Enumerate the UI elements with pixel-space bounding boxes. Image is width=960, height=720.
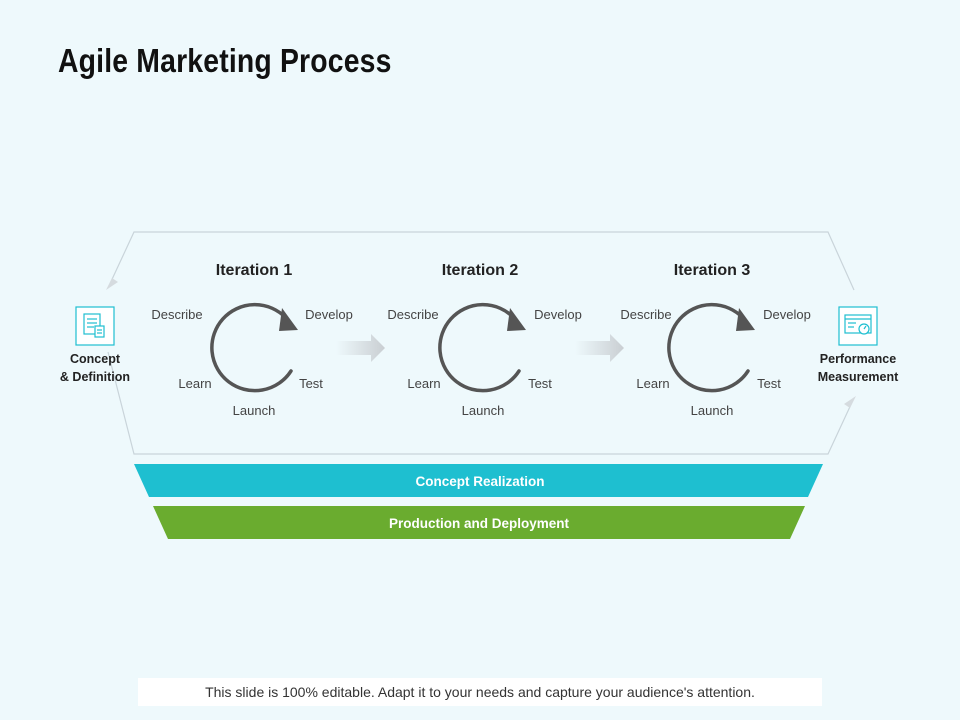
step-describe: Describe	[387, 307, 438, 322]
production-deployment-band: Production and Deployment	[153, 506, 805, 539]
band-label: Concept Realization	[415, 474, 544, 489]
iteration-1-cycle: Describe Develop Learn Test Launch	[151, 302, 353, 418]
iteration-3-cycle: Describe Develop Learn Test Launch	[620, 302, 811, 418]
step-describe: Describe	[151, 307, 202, 322]
step-describe: Describe	[620, 307, 671, 322]
step-launch: Launch	[462, 403, 505, 418]
cycle-arrow	[210, 302, 293, 393]
cycle-arrowhead	[736, 308, 755, 331]
flow-arrow-2-3	[575, 334, 624, 362]
frame-arrow-right	[844, 396, 856, 408]
process-frame	[107, 231, 855, 455]
step-launch: Launch	[233, 403, 276, 418]
cycle-arrowhead	[507, 308, 526, 331]
step-test: Test	[757, 376, 781, 391]
band-label: Production and Deployment	[389, 516, 570, 531]
concept-realization-band: Concept Realization	[134, 464, 823, 497]
page-title: Agile Marketing Process	[58, 42, 392, 79]
iteration-1-title: Iteration 1	[216, 262, 293, 279]
iteration-3-title: Iteration 3	[674, 262, 751, 279]
iteration-2-title: Iteration 2	[442, 262, 519, 279]
step-learn: Learn	[636, 376, 669, 391]
step-learn: Learn	[178, 376, 211, 391]
performance-measurement-node: Performance Measurement	[818, 306, 899, 384]
cycle-arrow	[667, 302, 750, 393]
step-develop: Develop	[305, 307, 353, 322]
step-develop: Develop	[534, 307, 582, 322]
iteration-2-cycle: Describe Develop Learn Test Launch	[387, 302, 582, 418]
step-launch: Launch	[691, 403, 734, 418]
node-label-line2: & Definition	[60, 370, 130, 384]
step-learn: Learn	[407, 376, 440, 391]
frame-arrow-left	[106, 278, 118, 290]
document-icon	[83, 313, 105, 338]
node-label-line1: Performance	[820, 352, 896, 366]
cycle-arrowhead	[279, 308, 298, 331]
dashboard-icon	[844, 314, 872, 335]
step-test: Test	[299, 376, 323, 391]
concept-definition-node: Concept & Definition	[60, 306, 130, 384]
cycle-arrow	[438, 302, 521, 393]
node-label-line2: Measurement	[818, 370, 899, 384]
flow-arrow-1-2	[336, 334, 385, 362]
step-test: Test	[528, 376, 552, 391]
step-develop: Develop	[763, 307, 811, 322]
node-label-line1: Concept	[70, 352, 121, 366]
footer-note: This slide is 100% editable. Adapt it to…	[138, 678, 822, 706]
